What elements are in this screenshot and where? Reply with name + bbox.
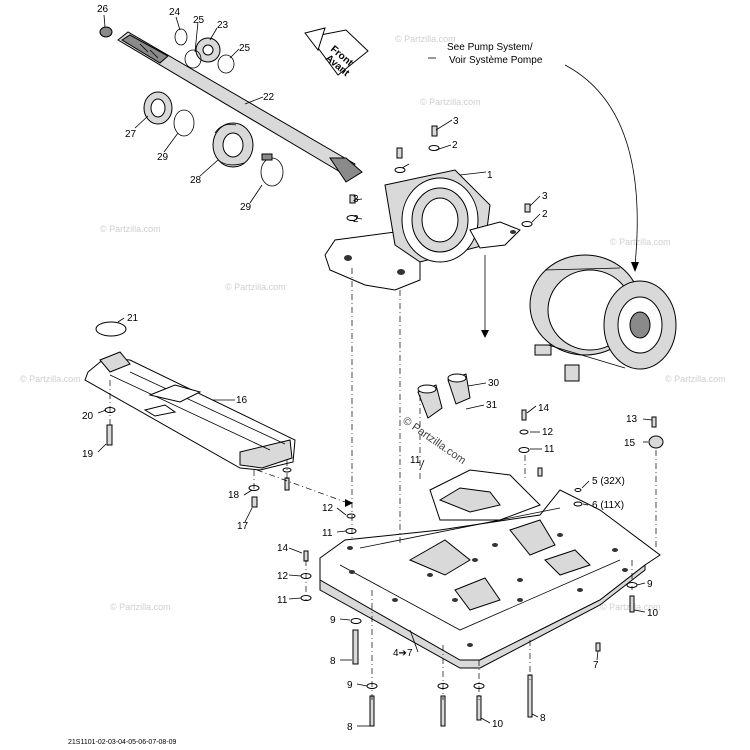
callout-3: 3 [353,194,359,205]
watermark: © Partzilla.com [225,282,286,292]
callout-20: 20 [82,411,94,422]
callout-12: 12 [542,427,554,438]
callout-18: 18 [228,490,240,501]
callout-26: 26 [97,4,109,15]
alignment-lines [109,268,657,700]
callout-1: 1 [487,170,493,181]
support-fasteners [346,125,533,338]
bearing-support [324,169,521,291]
stud [352,629,359,665]
callout-2: 2 [353,214,359,225]
fittings [417,373,471,419]
stud [527,674,533,718]
callout-25: 25 [239,43,251,54]
callout-8: 8 [347,722,353,733]
callout-10: 10 [492,719,504,730]
leader-lines [97,14,653,727]
pump-note-line2: Voir Système Pompe [449,55,543,66]
jet-pump-housing [529,254,677,382]
cap [95,321,127,337]
engine-frame [319,469,661,669]
watermark: © Partzilla.com [665,374,726,384]
callout-27: 27 [125,129,137,140]
pump-note-line1: See Pump System/ [447,42,533,53]
callout-7: 7 [593,660,599,671]
watermark: © Partzilla.com [420,97,481,107]
support-rail [84,321,296,471]
clamp [173,109,195,137]
callout-22: 22 [263,92,275,103]
callout-11: 11 [544,444,555,455]
watermark: © Partzilla.com [110,602,171,612]
callout-14: 14 [538,403,550,414]
callout-11: 11 [322,528,333,539]
callout-12: 12 [277,571,289,582]
reference-code: 21S1101-02-03-04-05-06-07-08-09 [68,739,177,746]
callout-21: 21 [127,313,139,324]
o-ring [184,49,202,69]
callout-8: 8 [540,713,546,724]
callout-24: 24 [169,7,181,18]
callout-14: 14 [277,543,289,554]
stud [440,695,446,727]
callout-9: 9 [647,579,653,590]
callout-10: 10 [647,608,659,619]
callout-3: 3 [542,191,548,202]
watermark: © Partzilla.com [610,237,671,247]
support-base [324,231,421,291]
callout-31: 31 [486,400,498,411]
callout-3: 3 [453,116,459,127]
clamp-buckle [261,153,273,161]
callout-13: 13 [626,414,638,425]
callout-12: 12 [322,503,334,514]
callout-17: 17 [237,521,249,532]
callout-25: 25 [193,15,205,26]
watermark: © Partzilla.com [100,224,161,234]
callout-2: 2 [452,140,458,151]
callout-29: 29 [240,202,252,213]
callout-4-to-7: 4➔7 [393,648,413,659]
callout-30: 30 [488,378,500,389]
callout-15: 15 [624,438,636,449]
callout-9: 9 [330,615,336,626]
callout-labels: 26 24 25 23 25 22 27 29 28 29 3 2 1 3 2 … [82,4,659,733]
callout-28: 28 [190,175,202,186]
callout-5: 5 (32X) [592,476,625,487]
front-arrow: Front Avant [304,27,369,79]
callout-8: 8 [330,656,336,667]
callout-16: 16 [236,395,248,406]
shaft-end-cap [99,26,113,38]
callout-29: 29 [157,152,169,163]
shaft-end-spline [329,157,363,183]
callout-6: 6 (11X) [592,500,624,511]
callout-11: 11 [277,595,288,606]
circlip [174,28,188,46]
watermark: © Partzilla.com [395,34,456,44]
callout-23: 23 [217,20,229,31]
callout-19: 19 [82,449,94,460]
pump-reference: See Pump System/ Voir Système Pompe [428,42,639,272]
callout-2: 2 [542,209,548,220]
clamp [260,157,284,187]
frame-fasteners [300,409,664,727]
stud [369,695,375,727]
drive-shaft [117,31,356,177]
callout-9: 9 [347,680,353,691]
callout-11: 11 [410,455,421,466]
drive-shaft-assembly [99,26,363,187]
o-ring [217,54,235,74]
watermark: © Partzilla.com [20,374,81,384]
